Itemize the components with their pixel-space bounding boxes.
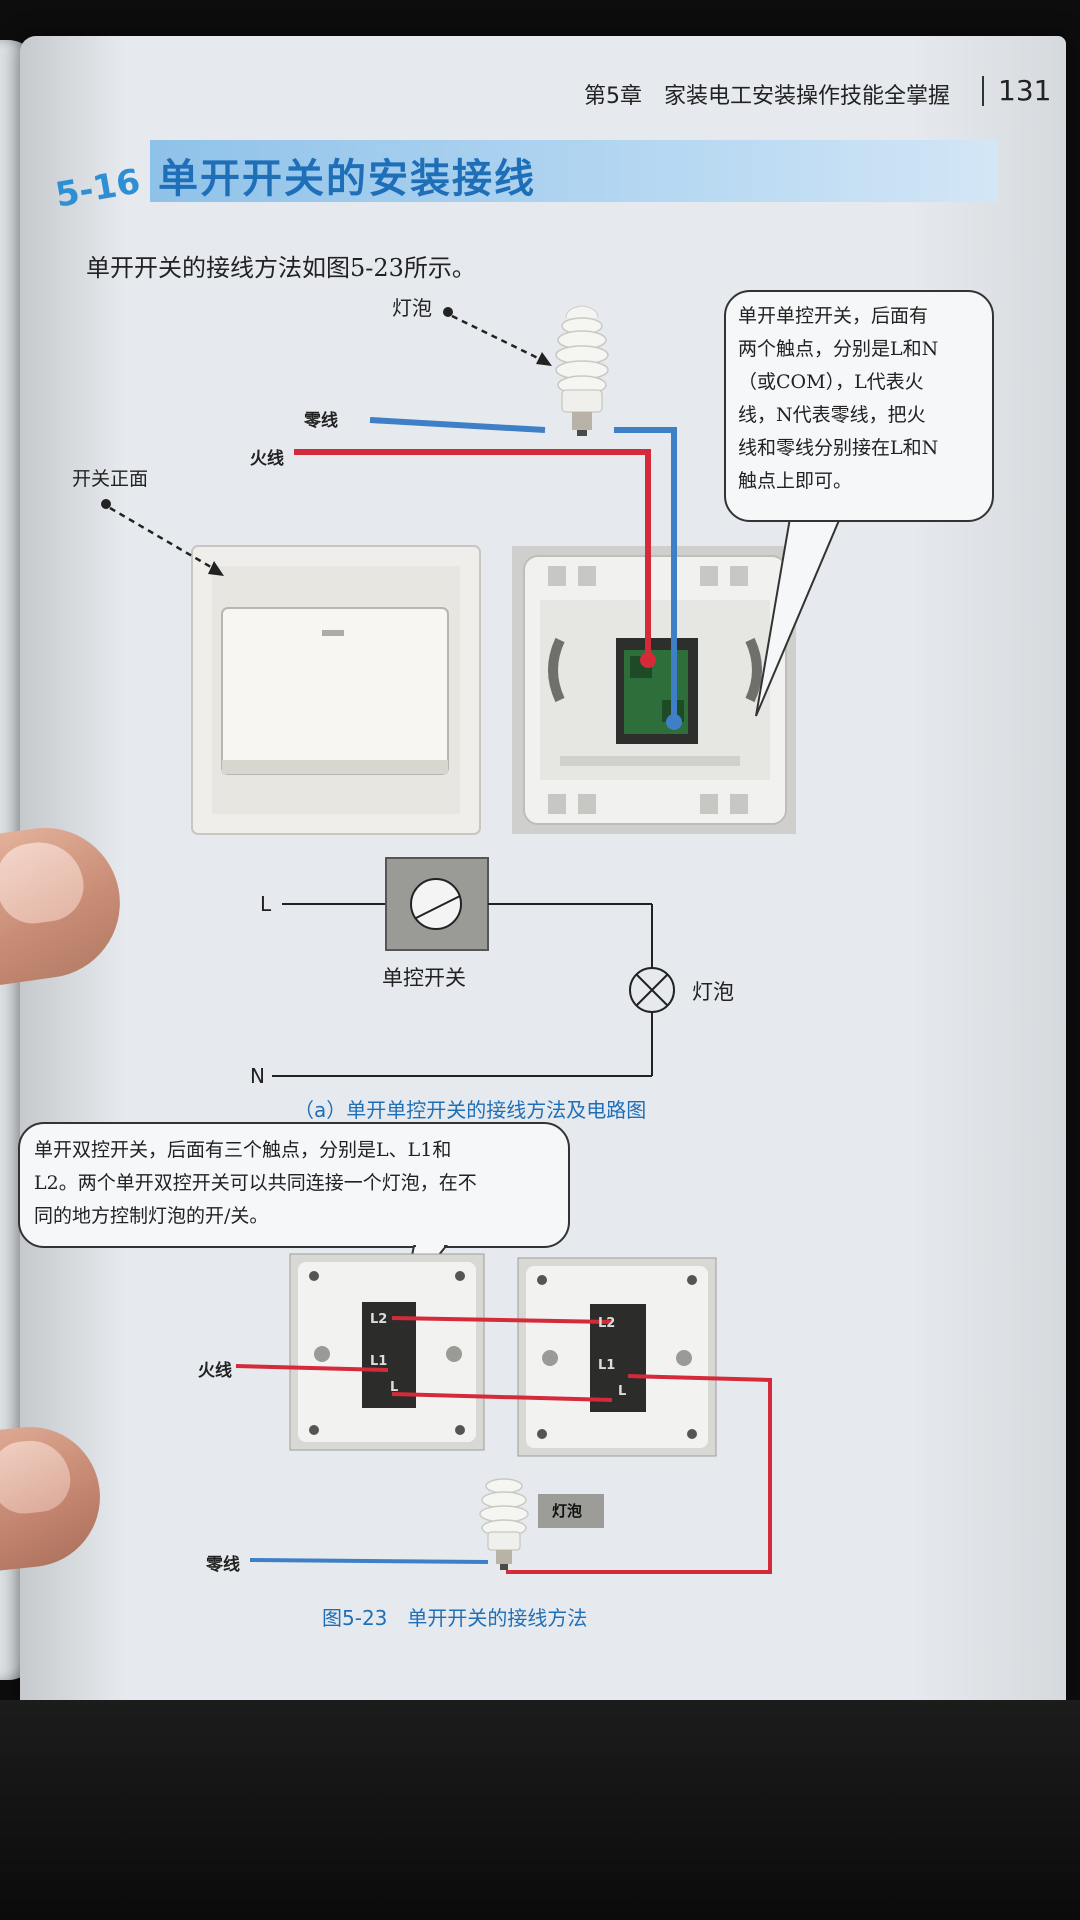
terminal-L-left: L (390, 1380, 399, 1395)
terminal-L2-right: L2 (598, 1316, 616, 1331)
section-title: 单开开关的安装接线 (158, 156, 536, 202)
double-switch-left-photo (289, 1253, 485, 1451)
intro-text: 单开开关的接线方法如图5-23所示。 (86, 254, 476, 282)
switch-back-photo (512, 546, 796, 834)
section-title-bar (150, 140, 998, 202)
dark-background (0, 1700, 1080, 1920)
bulb-label-b: 灯泡 (552, 1502, 583, 1520)
circuit-lamp-label: 灯泡 (692, 980, 734, 1004)
switch-front-label: 开关正面 (72, 468, 149, 490)
bulb-label: 灯泡 (392, 296, 432, 320)
figure-caption: 图5-23 单开开关的接线方法 (322, 1606, 588, 1630)
live-wire-label: 火线 (250, 449, 284, 469)
figure-a-caption: （a）单开单控开关的接线方法及电路图 (294, 1098, 647, 1122)
bulb-illustration (555, 305, 609, 436)
terminal-L2-left: L2 (370, 1312, 388, 1327)
terminal-L1-left: L1 (370, 1354, 388, 1369)
page-number: 131 (998, 74, 1052, 107)
single-control-note-bubble: 单开单控开关，后面有 两个触点，分别是L和N （或COM），L代表火 线，N代表… (724, 290, 994, 522)
chapter-title: 家装电工安装操作技能全掌握 (664, 84, 951, 109)
switch-front-photo (191, 545, 481, 835)
circuit-switch-label: 单控开关 (382, 966, 466, 990)
neutral-wire-label-b: 零线 (206, 1555, 240, 1575)
live-wire-label-b: 火线 (198, 1361, 232, 1381)
header-separator (982, 76, 984, 106)
chapter-number: 第5章 (584, 84, 642, 109)
bulb-b-illustration (479, 1478, 529, 1570)
double-switch-right-photo (517, 1257, 717, 1457)
neutral-wire-label: 零线 (304, 411, 338, 431)
terminal-L1-right: L1 (598, 1358, 616, 1373)
circuit-N-label: N (250, 1064, 265, 1088)
circuit-L-label: L (260, 892, 272, 916)
double-control-note-bubble: 单开双控开关，后面有三个触点，分别是L、L1和 L2。两个单开双控开关可以共同连… (18, 1122, 570, 1248)
terminal-L-right: L (618, 1384, 627, 1399)
